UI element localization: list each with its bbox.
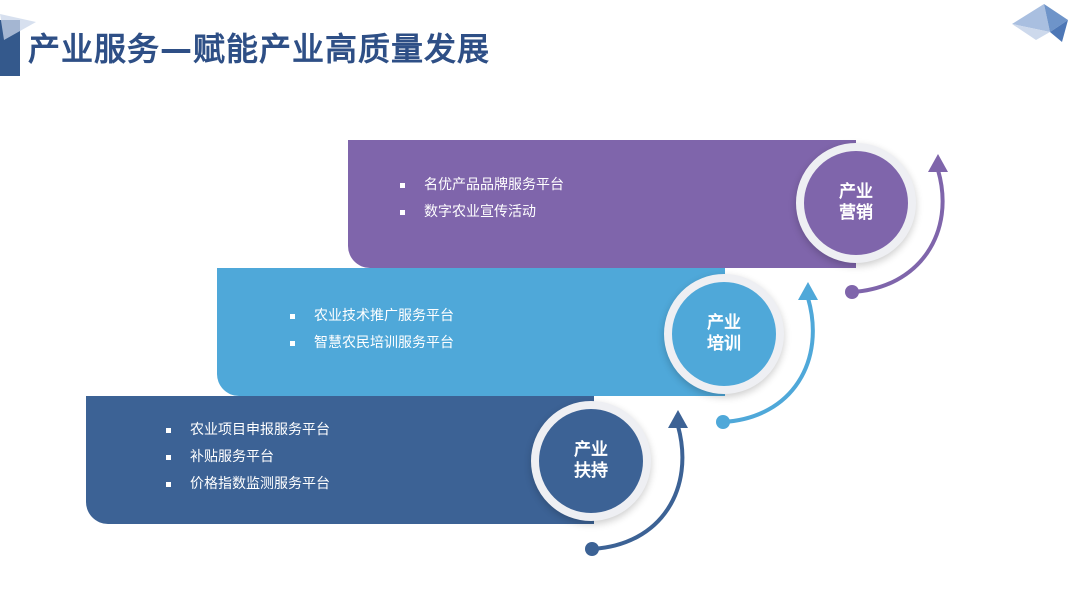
- list-item: 农业技术推广服务平台: [290, 303, 454, 330]
- marketing-arrow: [850, 168, 945, 294]
- training-circle-label-line2: 培训: [707, 334, 741, 354]
- training-band: [217, 268, 725, 396]
- decorative-triangle-icon: [0, 14, 36, 40]
- paper-plane-logo-icon: [1012, 4, 1068, 42]
- support-arrow-dot: [585, 542, 599, 556]
- marketing-arrow-dot: [845, 285, 859, 299]
- support-circle: 产业 扶持: [531, 401, 651, 521]
- training-arrow-dot: [716, 415, 730, 429]
- support-items: 农业项目申报服务平台 补贴服务平台 价格指数监测服务平台: [166, 417, 330, 498]
- training-items: 农业技术推广服务平台 智慧农民培训服务平台: [290, 303, 454, 357]
- marketing-band: [348, 140, 856, 268]
- marketing-items: 名优产品品牌服务平台 数字农业宣传活动: [400, 172, 564, 226]
- support-circle-label-line1: 产业: [574, 440, 608, 460]
- list-item: 智慧农民培训服务平台: [290, 330, 454, 357]
- training-arrow: [721, 296, 815, 424]
- list-item: 价格指数监测服务平台: [166, 471, 330, 498]
- training-circle-label-line1: 产业: [707, 313, 741, 333]
- support-band: [86, 396, 594, 524]
- page-title: 产业服务—赋能产业高质量发展: [28, 30, 491, 68]
- support-circle-label-line2: 扶持: [574, 461, 608, 481]
- training-arrowhead: [798, 282, 818, 300]
- marketing-circle-label-line1: 产业: [839, 182, 873, 202]
- list-item: 农业项目申报服务平台: [166, 417, 330, 444]
- list-item: 补贴服务平台: [166, 444, 330, 471]
- training-circle: 产业 培训: [664, 274, 784, 394]
- support-arrow: [590, 424, 685, 551]
- marketing-circle-label-line2: 营销: [839, 203, 873, 223]
- list-item: 数字农业宣传活动: [400, 199, 564, 226]
- marketing-circle: 产业 营销: [796, 143, 916, 263]
- marketing-arrowhead: [928, 154, 948, 172]
- list-item: 名优产品品牌服务平台: [400, 172, 564, 199]
- support-arrowhead: [668, 410, 688, 428]
